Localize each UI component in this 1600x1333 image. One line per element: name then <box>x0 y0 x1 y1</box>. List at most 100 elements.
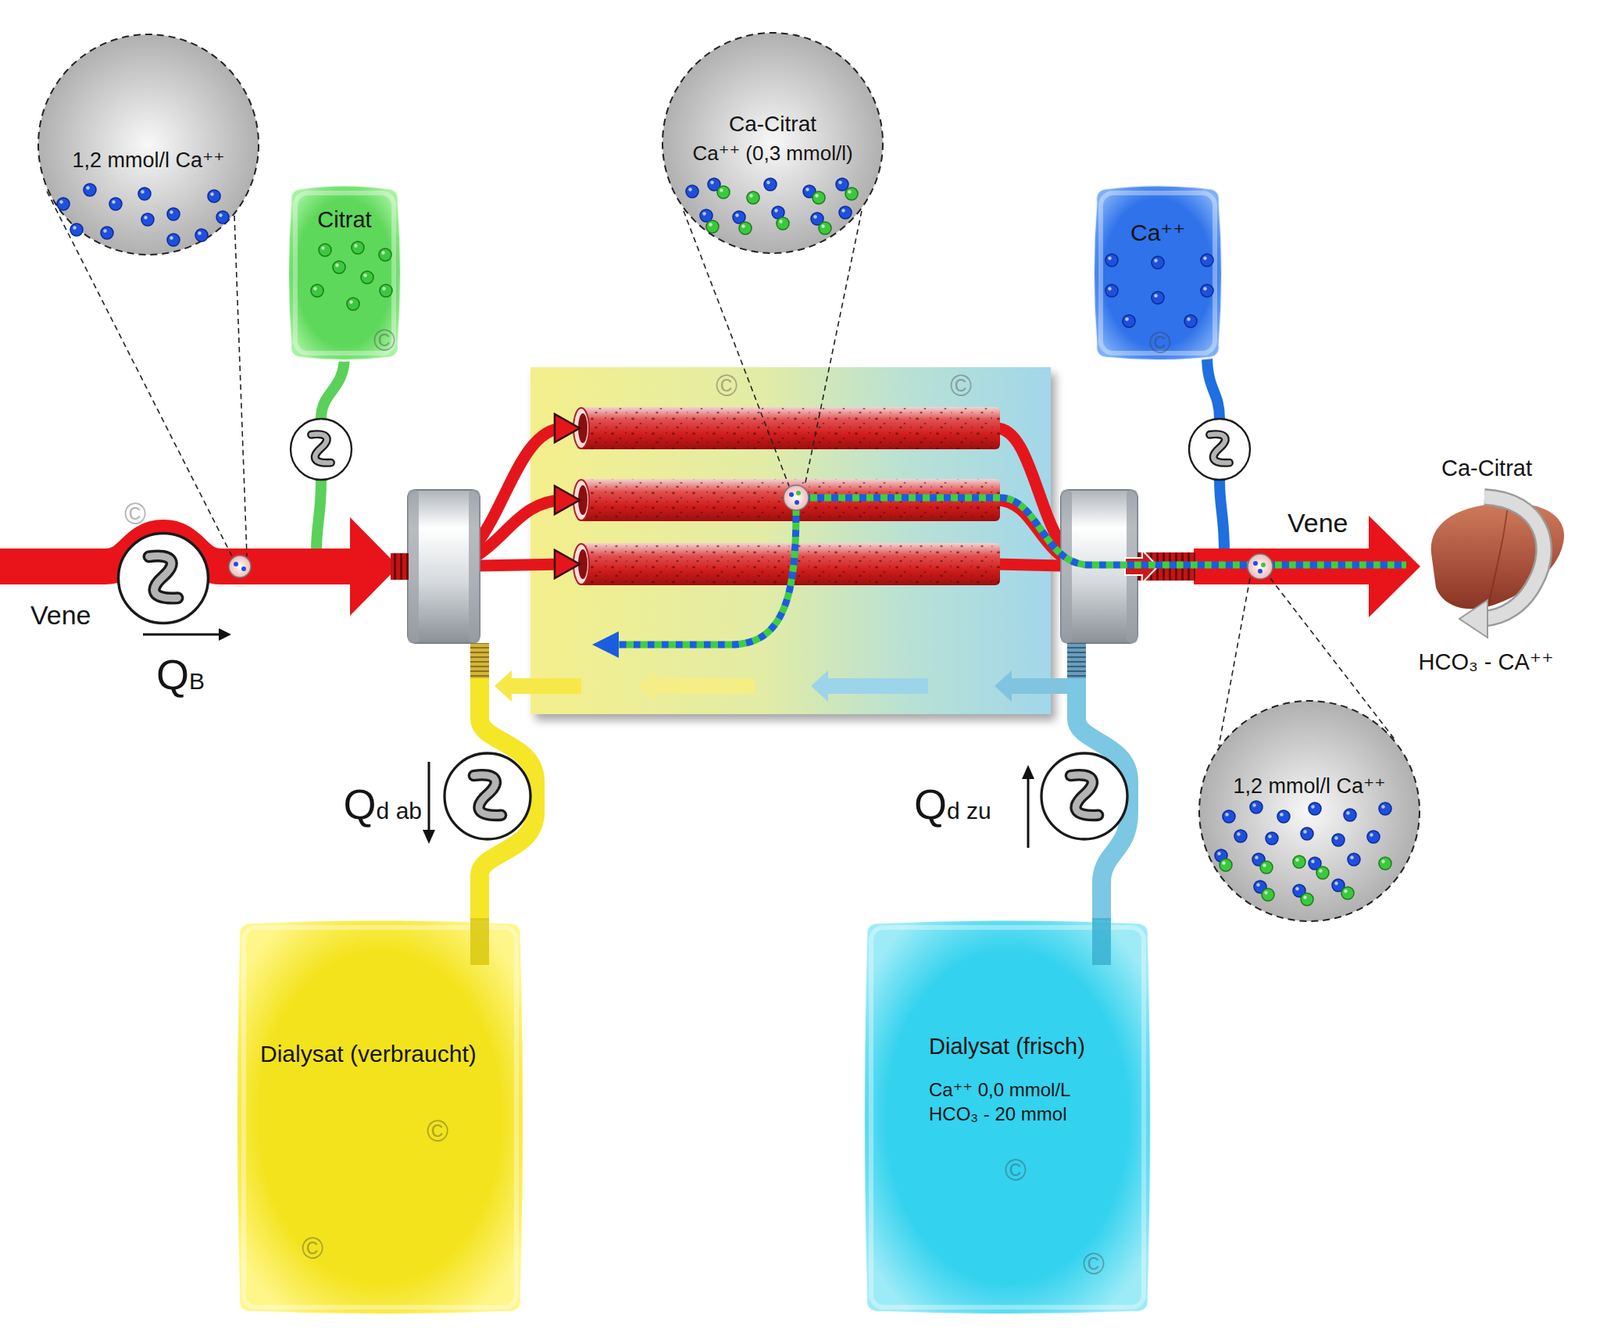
particle-highlight <box>813 214 817 218</box>
illustration-path <box>1482 496 1544 619</box>
particle-highlight <box>313 286 317 290</box>
particle-highlight <box>766 180 770 184</box>
illustration-polygon <box>637 670 755 702</box>
illustration-circle <box>241 566 247 572</box>
calcium-particle <box>1252 853 1265 866</box>
particle-highlight <box>321 246 325 250</box>
illustration-path <box>796 497 1407 565</box>
illustration-path <box>473 775 501 816</box>
illustration-path <box>149 556 179 599</box>
qb-arrow <box>142 628 232 641</box>
calcium-particle <box>1347 853 1361 866</box>
illustration-path <box>311 434 332 464</box>
calcium-particle <box>1214 849 1228 862</box>
citrate-particle <box>351 241 365 254</box>
illustration-path <box>1210 434 1230 464</box>
calcium-particle <box>207 189 221 203</box>
citrate-particle <box>318 243 332 257</box>
citrate-particle <box>818 221 832 235</box>
calcium-particle <box>810 212 824 225</box>
citrate-particle <box>1292 855 1306 868</box>
bag-highlight <box>243 927 517 1308</box>
citrate-particle <box>378 248 392 261</box>
particle-highlight <box>1107 286 1111 290</box>
illustration-path <box>617 508 797 645</box>
particle-highlight <box>1125 317 1129 321</box>
node-heading: Dialysat (frisch) <box>928 1032 1143 1061</box>
calcium-particle <box>1222 810 1236 823</box>
calcium-particle <box>1253 880 1267 893</box>
illustration-polygon <box>1459 600 1488 638</box>
citrate-particle <box>379 284 393 297</box>
calcium-particle <box>803 185 816 198</box>
illustration-rect <box>576 407 1000 450</box>
node-heading: Dialysat (verbraucht) <box>260 1039 515 1068</box>
pump-symbols <box>118 418 1251 840</box>
calcium-particle <box>685 185 699 198</box>
particle-highlight <box>814 193 818 197</box>
dialyzer-housing <box>530 367 1051 715</box>
calcium-particle <box>1343 808 1357 822</box>
particle-highlight <box>805 187 809 191</box>
callout-bubble: 1,2 mmol/l Ca⁺⁺ <box>1197 699 1422 923</box>
particle-highlight <box>103 228 107 233</box>
watermark: © <box>1004 1153 1027 1189</box>
liver-illustration <box>1431 496 1565 638</box>
particle-highlight <box>1267 834 1272 838</box>
particle-highlight <box>1254 855 1258 859</box>
illustration-path <box>1482 496 1544 619</box>
illustration-path <box>804 210 862 486</box>
node-heading: Citrat <box>293 206 396 234</box>
citrate-particle <box>1316 866 1329 879</box>
particle-highlight <box>140 189 144 193</box>
illustration-circle <box>1253 560 1258 566</box>
illustration-polygon <box>554 414 580 443</box>
illustration-circle <box>1257 568 1263 574</box>
citrate-particle <box>1341 886 1354 900</box>
particle-highlight <box>1381 859 1385 863</box>
dialyzer-caps <box>350 489 1196 679</box>
citrate-particle <box>746 191 760 204</box>
watermark-holder: © <box>950 369 972 404</box>
particle-highlight <box>1203 286 1207 290</box>
particle-highlight <box>1381 804 1385 808</box>
calcium-particle <box>1292 884 1306 897</box>
particle-highlight <box>143 215 147 219</box>
citrate-particle <box>346 297 360 311</box>
illustration-circle <box>444 753 531 840</box>
citrate-particle <box>776 217 790 230</box>
citrate-particle <box>706 220 719 233</box>
watermark: © <box>426 1114 449 1150</box>
illustration-circle <box>794 500 800 505</box>
calcium-particle <box>1200 284 1214 297</box>
illustration-circle <box>233 561 239 567</box>
calcium-particle <box>109 197 122 211</box>
calcium-particle <box>1151 256 1165 269</box>
watermark-holder: © <box>301 1232 324 1267</box>
particle-highlight <box>1107 256 1111 260</box>
calcium-particle <box>707 178 721 191</box>
illustration-circle <box>1247 553 1273 579</box>
fluid-bag: Dialysat (verbraucht) <box>234 917 526 1317</box>
calcium-particle <box>1200 253 1214 267</box>
particle-highlight <box>735 213 739 217</box>
sample-points <box>228 485 1273 579</box>
dialysate-flow-arrows <box>494 670 1082 702</box>
watermark-holder: © <box>1149 326 1172 361</box>
calcium-particle <box>167 233 180 247</box>
calcium-particle <box>1367 830 1380 843</box>
label-holder: Qd ab <box>343 779 422 829</box>
particle-highlight <box>1334 835 1338 840</box>
watermark: © <box>124 497 147 533</box>
calcium-particle <box>1250 800 1263 814</box>
calcium-particle <box>1300 827 1314 840</box>
particle-highlight <box>1295 886 1299 890</box>
particle-highlight <box>1303 895 1307 899</box>
particle-highlight <box>710 180 714 184</box>
illustration-polygon <box>218 628 232 641</box>
citrate-particle <box>717 185 730 199</box>
illustration-g <box>1041 753 1128 840</box>
particle-highlight <box>741 224 745 228</box>
illustration-polygon <box>1021 764 1035 779</box>
calcium-particle <box>216 210 229 224</box>
